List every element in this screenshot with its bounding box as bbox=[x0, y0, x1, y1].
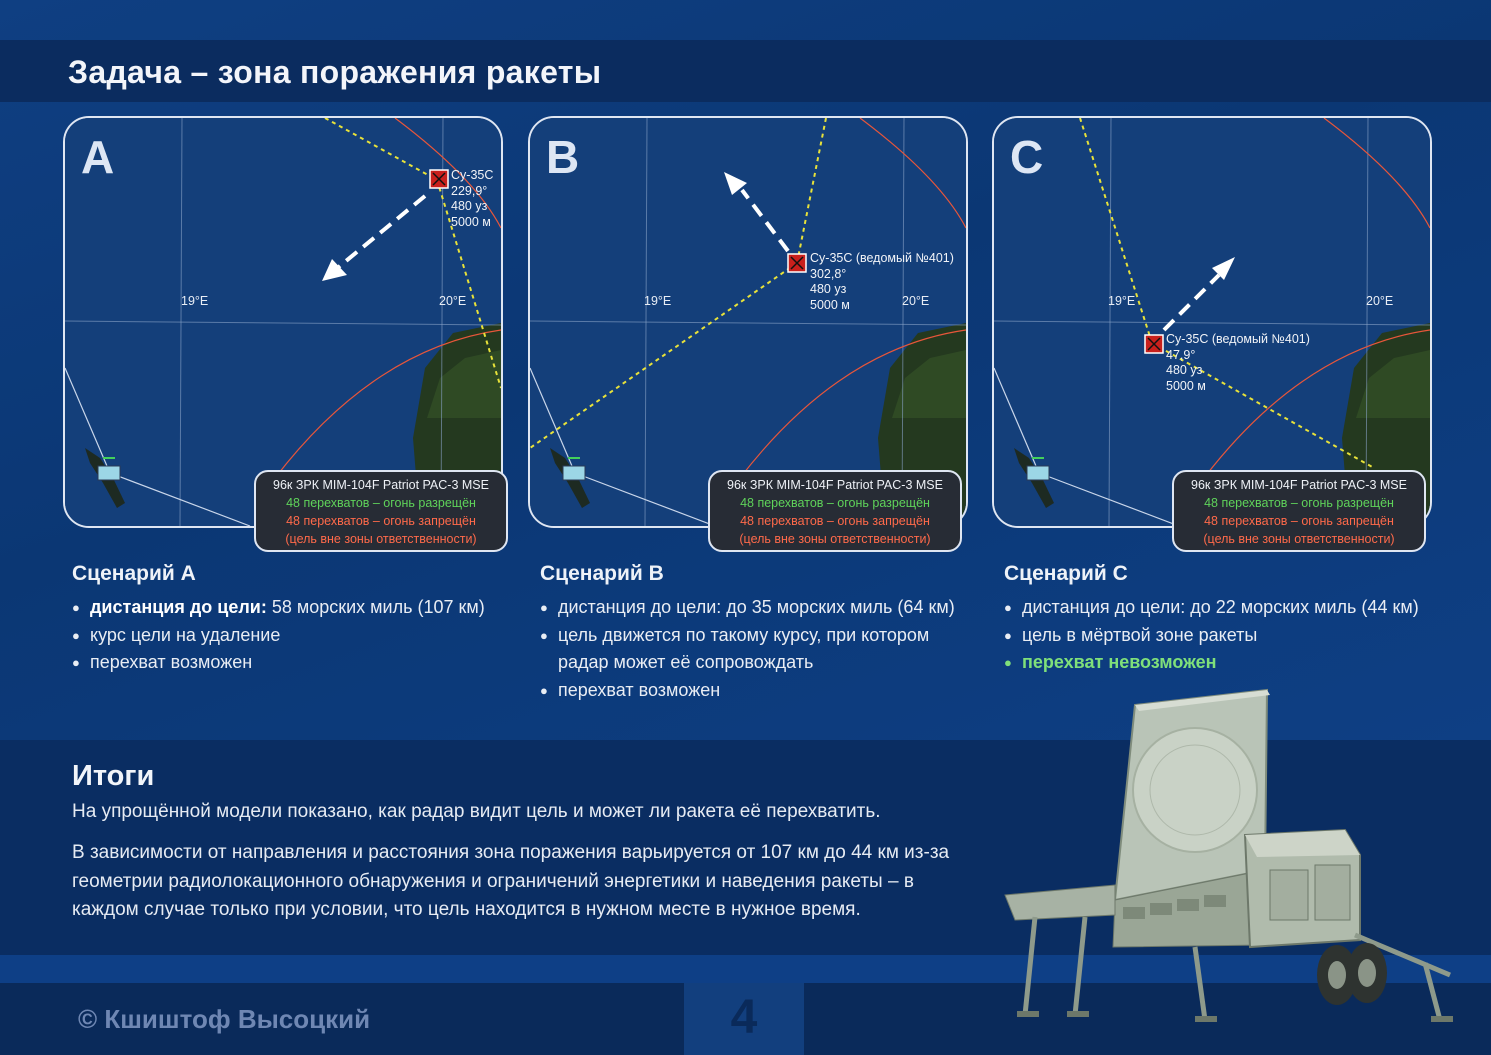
lon-19-label: 19°E bbox=[181, 294, 209, 308]
target-name: Су-35С (ведомый №401) bbox=[1166, 332, 1310, 346]
infobox-forbidden: 48 перехватов – огонь запрещён bbox=[286, 514, 476, 528]
results-paragraph-1: На упрощённой модели показано, как радар… bbox=[72, 801, 881, 822]
target-heading: 47,9° bbox=[1166, 347, 1196, 362]
item-text: перехват невозможен bbox=[1022, 652, 1217, 672]
target-heading: 229,9° bbox=[451, 183, 488, 198]
map-panel-b: B 19°E 20°E Су-35С (ведомый №401) 302,8°… bbox=[528, 116, 968, 528]
panel-letter: A bbox=[81, 131, 115, 183]
page-number: 4 bbox=[730, 991, 758, 1044]
infobox-forbidden: 48 перехватов – огонь запрещён bbox=[1204, 514, 1394, 528]
map-panel-c: C 19°E 20°E Су-35С (ведомый №401) 47,9° … bbox=[992, 116, 1432, 528]
radar-vehicle-image bbox=[1004, 688, 1453, 1022]
target-alt: 5000 м bbox=[810, 297, 850, 312]
item-text: дистанция до цели: до 22 морских миль (4… bbox=[1022, 597, 1419, 617]
target-alt: 5000 м bbox=[1166, 378, 1206, 393]
item-text: 58 морских миль (107 км) bbox=[266, 597, 485, 617]
item-text: перехват возможен bbox=[558, 679, 721, 700]
infobox-a: 96к ЗРК MIM-104F Patriot PAC-3 MSE 48 пе… bbox=[254, 470, 508, 552]
infobox-system: 96к ЗРК MIM-104F Patriot PAC-3 MSE bbox=[1191, 478, 1407, 492]
target-info: Су-35С (ведомый №401) 47,9° 480 уз 5000 … bbox=[1166, 332, 1310, 394]
page-title: Задача – зона поражения ракеты bbox=[68, 54, 602, 90]
infobox-system: 96к ЗРК MIM-104F Patriot PAC-3 MSE bbox=[727, 478, 943, 492]
list-item: перехват невозможен bbox=[1004, 649, 1444, 677]
item-text: цель движется по такому курсу, при котор… bbox=[558, 624, 930, 673]
infobox-system: 96к ЗРК MIM-104F Patriot PAC-3 MSE bbox=[273, 478, 489, 492]
results-paragraph-2: В зависимости от направления и расстояни… bbox=[72, 842, 950, 920]
target-name: Су-35С bbox=[451, 168, 494, 182]
lon-19-label: 19°E bbox=[1108, 294, 1136, 308]
panel-letter: B bbox=[546, 131, 580, 183]
map-c bbox=[994, 118, 1430, 526]
target-speed: 480 уз bbox=[451, 199, 488, 213]
scenario-a-title: Сценарий A bbox=[72, 562, 196, 585]
map-a bbox=[65, 118, 501, 526]
target-speed: 480 уз bbox=[1166, 363, 1203, 377]
map-panel-a: A 19°E 20°E Су-35С 229,9° 480 уз 5000 м bbox=[63, 116, 503, 528]
item-text: курс цели на удаление bbox=[90, 624, 281, 645]
item-text: дистанция до цели: до 35 морских миль (6… bbox=[558, 597, 955, 617]
item-text: перехват возможен bbox=[90, 652, 253, 672]
scenario-b-list: дистанция до цели: до 35 морских миль (6… bbox=[540, 594, 980, 704]
infobox-note: (цель вне зоны ответственности) bbox=[285, 532, 477, 546]
scenario-c-list: дистанция до цели: до 22 морских миль (4… bbox=[1004, 594, 1444, 677]
target-info: Су-35С (ведомый №401) 302,8° 480 уз 5000… bbox=[810, 251, 954, 313]
map-b bbox=[530, 118, 966, 526]
list-item: перехват возможен bbox=[540, 677, 980, 705]
target-info: Су-35С 229,9° 480 уз 5000 м bbox=[451, 168, 493, 230]
scenario-b-title: Сценарий B bbox=[540, 562, 664, 585]
lon-20-label: 20°E bbox=[902, 294, 930, 308]
infobox-note: (цель вне зоны ответственности) bbox=[1203, 532, 1395, 546]
lon-19-label: 19°E bbox=[644, 294, 672, 308]
target-alt: 5000 м bbox=[451, 214, 491, 229]
list-item: цель движется по такому курсу, при котор… bbox=[540, 622, 958, 677]
list-item: курс цели на удаление bbox=[72, 622, 502, 650]
results-title: Итоги bbox=[72, 760, 155, 792]
list-item: дистанция до цели: до 22 морских миль (4… bbox=[1004, 594, 1444, 622]
infobox-forbidden: 48 перехватов – огонь запрещён bbox=[740, 514, 930, 528]
scenario-a-list: дистанция до цели: 58 морских миль (107 … bbox=[72, 594, 502, 677]
infobox-allowed: 48 перехватов – огонь разрещён bbox=[1204, 496, 1394, 510]
stripe bbox=[0, 955, 1491, 983]
item-text: цель в мёртвой зоне ракеты bbox=[1022, 624, 1258, 645]
infobox-allowed: 48 перехватов – огонь разрещён bbox=[286, 496, 476, 510]
list-item: перехват возможен bbox=[72, 649, 502, 677]
infobox-note: (цель вне зоны ответственности) bbox=[739, 532, 931, 546]
infobox-c: 96к ЗРК MIM-104F Patriot PAC-3 MSE 48 пе… bbox=[1172, 470, 1426, 552]
infobox-allowed: 48 перехватов – огонь разрещён bbox=[740, 496, 930, 510]
page-number-tab bbox=[684, 983, 804, 1055]
panel-letter: C bbox=[1010, 131, 1044, 183]
copyright: © Кшиштоф Высоцкий bbox=[78, 1004, 371, 1034]
lon-20-label: 20°E bbox=[1366, 294, 1394, 308]
list-item: цель в мёртвой зоне ракеты bbox=[1004, 622, 1444, 650]
title-bar bbox=[0, 40, 1491, 102]
list-item: дистанция до цели: 58 морских миль (107 … bbox=[72, 594, 502, 622]
scenario-c-title: Сценарий C bbox=[1004, 562, 1128, 585]
target-heading: 302,8° bbox=[810, 266, 847, 281]
lon-20-label: 20°E bbox=[439, 294, 467, 308]
infobox-b: 96к ЗРК MIM-104F Patriot PAC-3 MSE 48 пе… bbox=[708, 470, 962, 552]
list-item: дистанция до цели: до 35 морских миль (6… bbox=[540, 594, 980, 622]
item-bold: дистанция до цели: bbox=[90, 597, 267, 617]
target-speed: 480 уз bbox=[810, 282, 847, 296]
target-name: Су-35С (ведомый №401) bbox=[810, 251, 954, 265]
